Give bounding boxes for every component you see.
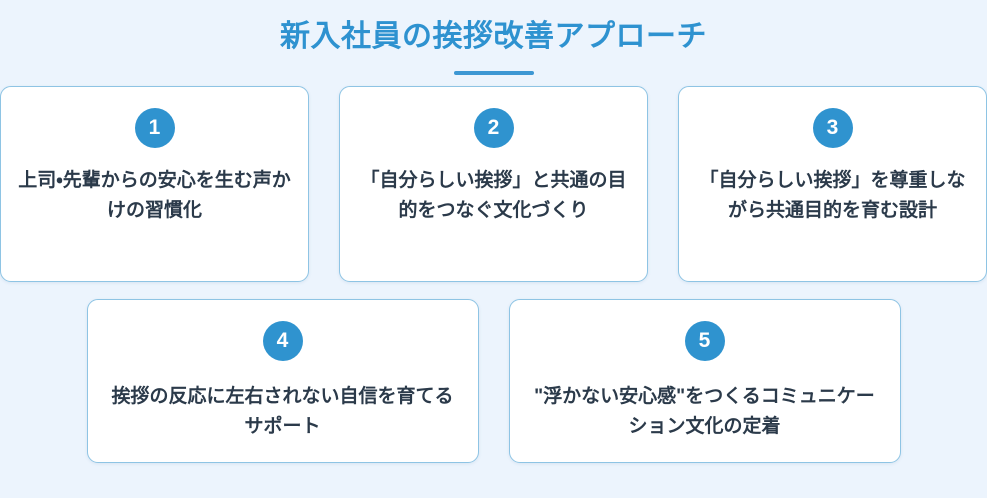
approach-card-1[interactable]: 1 上司・先輩からの安心を生む声かけの習慣化 bbox=[0, 86, 309, 282]
card-text: 「自分らしい挨拶」を尊重しながら共通目的を育む設計 bbox=[699, 170, 966, 221]
card-text: 上司・先輩からの安心を生む声かけの習慣化 bbox=[18, 170, 291, 221]
card-number-badge: 3 bbox=[812, 108, 853, 148]
approach-card-4[interactable]: 4 挨拶の反応に左右されない自信を育てるサポート bbox=[86, 299, 479, 463]
approach-card-5[interactable]: 5 "浮かない安心感"をつくるコミュニケーション文化の定着 bbox=[508, 299, 901, 463]
card-grid: 1 上司・先輩からの安心を生む声かけの習慣化 2 「自分らしい挨拶」と共通の目的… bbox=[0, 86, 987, 463]
card-number-badge: 5 bbox=[684, 321, 725, 361]
page-title: 新入社員の挨拶改善アプローチ bbox=[280, 20, 707, 53]
card-text: "浮かない安心感"をつくるコミュニケーション文化の定着 bbox=[534, 386, 875, 437]
card-row-bottom: 4 挨拶の反応に左右されない自信を育てるサポート 5 "浮かない安心感"をつくる… bbox=[86, 299, 901, 463]
header: 新入社員の挨拶改善アプローチ bbox=[0, 0, 987, 75]
title-divider bbox=[453, 71, 534, 75]
card-text: 挨拶の反応に左右されない自信を育てるサポート bbox=[111, 386, 454, 437]
card-row-top: 1 上司・先輩からの安心を生む声かけの習慣化 2 「自分らしい挨拶」と共通の目的… bbox=[0, 86, 987, 282]
card-number-badge: 2 bbox=[473, 108, 514, 148]
approach-card-3[interactable]: 3 「自分らしい挨拶」を尊重しながら共通目的を育む設計 bbox=[678, 86, 987, 282]
card-number-badge: 1 bbox=[134, 108, 175, 148]
approach-card-2[interactable]: 2 「自分らしい挨拶」と共通の目的をつなぐ文化づくり bbox=[339, 86, 648, 282]
card-number-badge: 4 bbox=[262, 321, 303, 361]
card-text: 「自分らしい挨拶」と共通の目的をつなぐ文化づくり bbox=[360, 170, 627, 221]
